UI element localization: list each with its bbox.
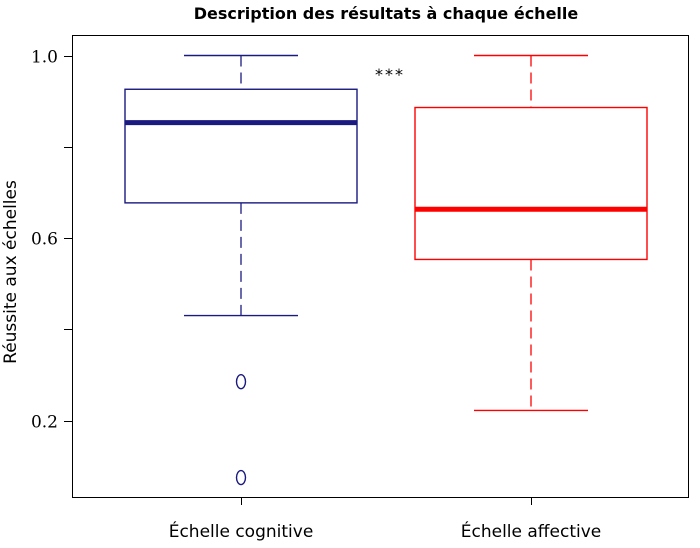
significance-annotation: *** bbox=[375, 65, 405, 84]
outlier-point bbox=[235, 469, 247, 486]
box-iqr bbox=[414, 106, 648, 261]
x-tick-label: Échelle affective bbox=[461, 520, 601, 542]
x-tick-label: Échelle cognitive bbox=[169, 520, 314, 542]
chart-title: Description des résultats à chaque échel… bbox=[194, 4, 579, 23]
y-tick-label: 0.6 bbox=[31, 230, 58, 250]
plot-frame bbox=[72, 35, 689, 498]
y-tick-label: 0.2 bbox=[31, 413, 58, 433]
y-tick-label: 1.0 bbox=[31, 48, 58, 68]
outlier-point bbox=[235, 374, 247, 390]
box-iqr bbox=[124, 88, 358, 204]
y-axis-title: Réussite aux échelles bbox=[1, 180, 21, 364]
